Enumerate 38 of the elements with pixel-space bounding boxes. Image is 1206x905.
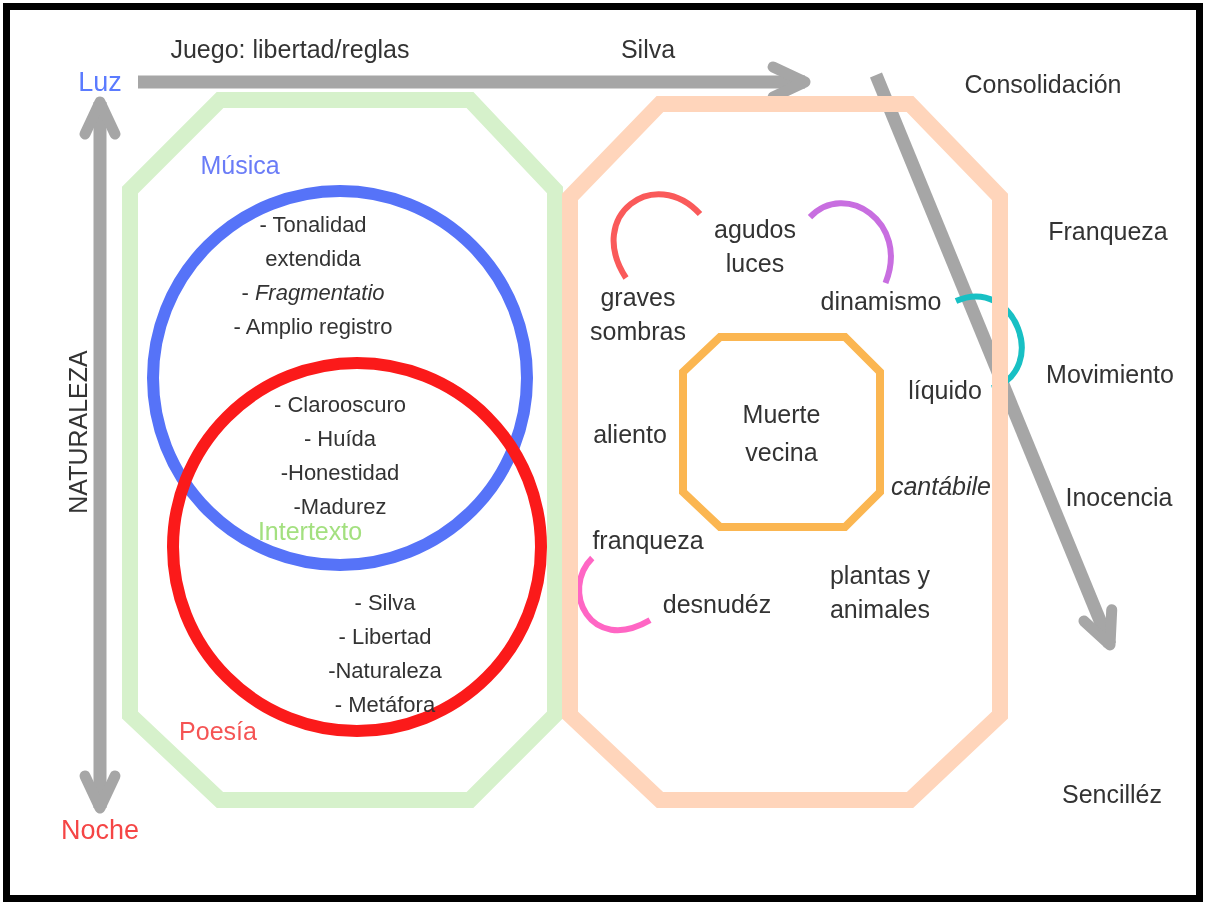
set-title: Música [199,150,281,181]
term-label: aliento [592,419,668,450]
octagon-outline [120,92,564,808]
term-label: agudos luces [700,208,810,284]
list-item: - Metáfora [333,691,437,719]
list-item: - Libertad [337,623,433,651]
list-item: - Huída [302,425,378,453]
list-item: - Amplio registro [232,313,394,341]
octagon-outline [562,96,1008,808]
arc-connector [576,556,652,633]
term-label: dinamismo [806,283,956,319]
scale-label: Sencilléz [1060,779,1164,810]
list-item: - Fragmentatio [240,279,386,307]
list-item: -Honestidad [279,459,401,487]
term-label: Noche [47,808,153,852]
term-label: plantas y animales [828,560,932,625]
term-label: líquido [898,372,992,408]
axis-title: Juego: libertad/reglas [169,34,411,65]
arrow [79,96,121,814]
scale-label: Inocencia [1064,482,1174,513]
scale-label: Movimiento [1045,359,1175,390]
term-label: graves sombras [578,278,698,350]
term-label: cantábile [889,471,993,502]
set-title: Poesía [178,716,258,747]
list-item: - Tonalidad extendida [258,211,368,273]
list-item: - Clarooscuro [272,391,407,419]
term-label: Luz [62,62,138,102]
axis-title: NATURALEZA [63,349,93,516]
arc-connector [808,200,894,284]
axis-title: Silva [619,34,677,65]
scale-label: Franqueza [1047,216,1169,247]
arc-connector [610,191,702,280]
term-label: desnudéz [650,586,784,622]
term-label: franqueza [580,522,716,558]
box-label: Muerte vecina [741,399,822,468]
list-item: - Silva [353,589,417,617]
list-item: -Naturaleza [327,657,443,685]
scale-label: Consolidación [963,69,1123,100]
